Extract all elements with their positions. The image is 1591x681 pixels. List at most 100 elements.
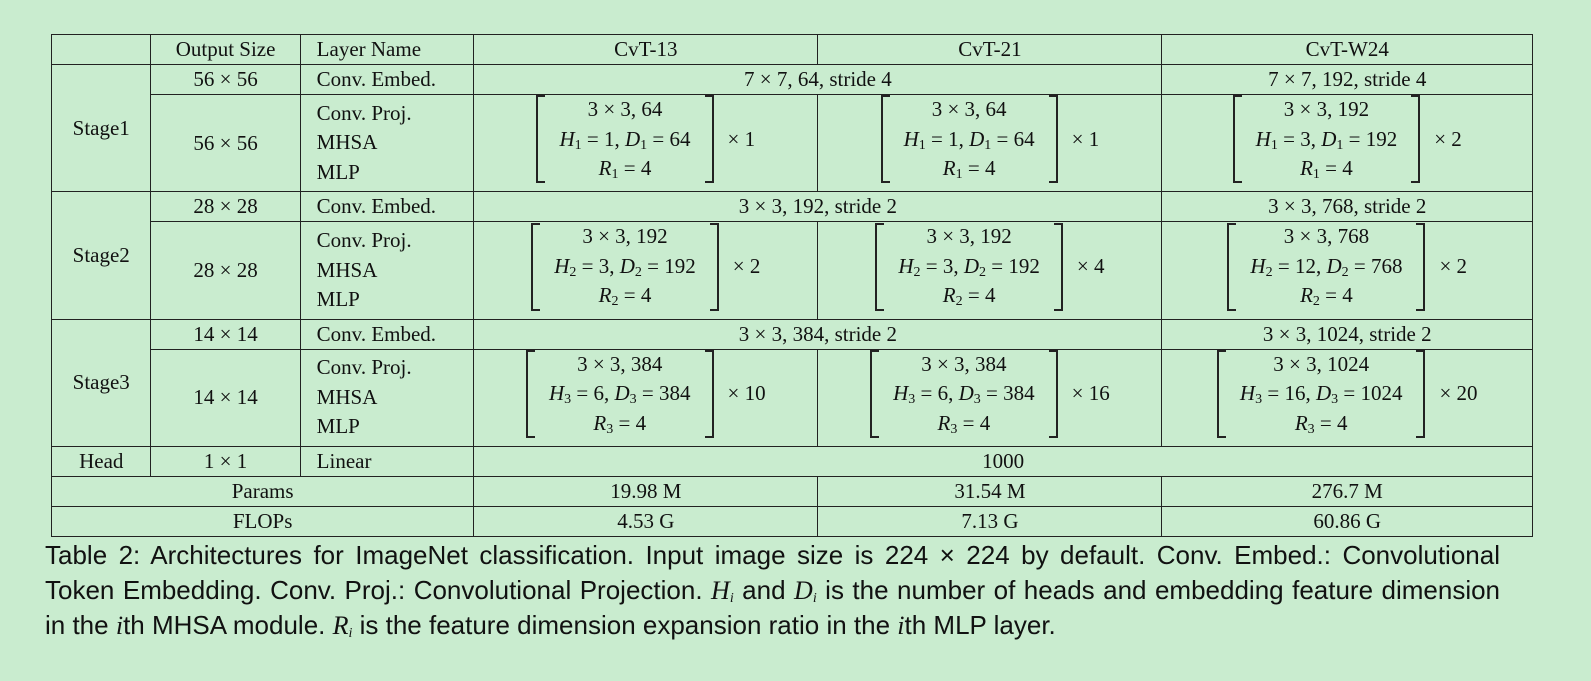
caption-text-4: is the feature dimension expansion ratio…: [352, 610, 898, 640]
caption-text-2: is the number of heads and embedding fea…: [45, 575, 1501, 640]
repeat-count: × 16: [1071, 381, 1110, 406]
embed-w24: 3 × 3, 768, stride 2: [1161, 191, 1533, 223]
layer-name: Conv. Embed.: [299, 191, 475, 223]
flops-label: FLOPs: [50, 505, 475, 537]
heads-dim: H2 = 12, D2 = 768: [1250, 253, 1403, 280]
flops-value: 7.13 G: [817, 505, 1163, 537]
heads: H2 = 3: [898, 253, 954, 280]
mlp-ratio: R3 = 4: [937, 410, 991, 437]
heads-dim: H3 = 16, D3 = 1024: [1239, 381, 1403, 407]
header-empty: [50, 34, 152, 65]
kernel: 3 × 3, 384: [921, 351, 1007, 376]
bracket-block: 3 × 3, 384 H3 = 6, D3 = 384 R3 = 4 × 16: [870, 349, 1110, 439]
output-size: 28 × 28: [150, 221, 301, 320]
heads-dim: H2 = 3, D2 = 192: [554, 253, 696, 280]
layer-name: Conv. Proj.: [316, 100, 412, 125]
caption-text-5: th MLP layer.: [904, 610, 1056, 640]
flops-value: 4.53 G: [473, 505, 819, 537]
params-label: Params: [50, 475, 475, 507]
block-config: 3 × 3, 192 H1 = 3, D1 = 192 R1 = 4 × 2: [1161, 93, 1533, 193]
caption-h-symbol: Hi: [711, 576, 734, 606]
head-output-size: 1 × 1: [150, 445, 301, 477]
params-value: 19.98 M: [473, 475, 819, 507]
layer-name: MHSA: [316, 384, 378, 409]
layer-name: Conv. Embed.: [299, 318, 475, 350]
heads-dim: H3 = 6, D3 = 384: [893, 381, 1035, 407]
heads: H2 = 12: [1250, 253, 1316, 280]
heads: H1 = 3: [1255, 126, 1311, 153]
embed-shared: 3 × 3, 192, stride 2: [473, 191, 1163, 223]
table-caption: Table 2: Architectures for ImageNet clas…: [45, 538, 1500, 643]
caption-d-symbol: Di: [794, 576, 817, 606]
kernel: 3 × 3, 1024: [1273, 351, 1370, 376]
right-bracket: [1048, 349, 1058, 438]
embed-dim: D3 = 1024: [1315, 381, 1403, 407]
header-model: CvT-13: [473, 34, 819, 65]
stage-name: Stage2: [50, 191, 152, 320]
layer-name: MLP: [316, 159, 360, 184]
mlp-ratio: R2 = 4: [598, 283, 652, 310]
head-layer: Linear: [299, 445, 475, 477]
mlp-ratio: R1 = 4: [1300, 156, 1353, 182]
repeat-count: × 2: [1434, 126, 1462, 151]
repeat-count: × 10: [727, 381, 766, 406]
repeat-count: × 2: [1439, 254, 1468, 278]
embed-w24: 7 × 7, 192, stride 4: [1161, 64, 1533, 95]
flops-value: 60.86 G: [1161, 505, 1533, 537]
embed-dim: D2 = 192: [619, 253, 696, 280]
heads: H3 = 16: [1239, 381, 1306, 407]
mlp-ratio: R3 = 4: [1294, 410, 1348, 437]
kernel: 3 × 3, 64: [931, 97, 1007, 121]
right-bracket: [1053, 222, 1063, 311]
caption-text-1: Table 2: Architectures for ImageNet clas…: [45, 540, 1500, 605]
bracket-block: 3 × 3, 192 H2 = 3, D2 = 192 R2 = 4 × 2: [531, 222, 760, 311]
right-bracket: [1411, 95, 1421, 184]
kernel: 3 × 3, 192: [1283, 97, 1370, 121]
header-layer-name: Layer Name: [299, 34, 475, 65]
heads-dim: H1 = 1, D1 = 64: [559, 126, 691, 153]
right-bracket: [704, 95, 714, 184]
repeat-count: × 2: [732, 254, 761, 278]
layer-name: MLP: [316, 287, 360, 312]
output-size: 56 × 56: [150, 93, 301, 193]
mlp-ratio: R2 = 4: [942, 283, 996, 310]
caption-r-symbol: Ri: [332, 611, 353, 641]
repeat-count: × 1: [1071, 126, 1100, 151]
heads-dim: H3 = 6, D3 = 384: [548, 381, 691, 407]
caption-i-symbol-2: i: [897, 611, 905, 640]
heads: H1 = 1: [903, 126, 959, 153]
left-bracket: [536, 95, 546, 184]
left-bracket: [1227, 222, 1237, 311]
kernel: 3 × 3, 192: [582, 224, 668, 249]
header-model: CvT-W24: [1161, 34, 1533, 65]
kernel: 3 × 3, 64: [587, 97, 663, 121]
head-name: Head: [50, 445, 152, 477]
right-bracket: [1048, 95, 1058, 184]
output-size: 28 × 28: [150, 191, 301, 223]
params-value: 31.54 M: [817, 475, 1163, 507]
embed-dim: D1 = 192: [1321, 126, 1398, 153]
embed-dim: D3 = 384: [614, 381, 691, 407]
kernel: 3 × 3, 768: [1283, 224, 1370, 249]
bracket-content: 3 × 3, 384 H3 = 6, D3 = 384 R3 = 4: [879, 350, 1049, 439]
block-config: 3 × 3, 192 H2 = 3, D2 = 192 R2 = 4 × 2: [473, 221, 819, 320]
output-size: 14 × 14: [150, 318, 301, 350]
heads-dim: H1 = 3, D1 = 192: [1255, 126, 1398, 153]
bracket-content: 3 × 3, 192 H1 = 3, D1 = 192 R1 = 4: [1242, 95, 1412, 184]
embed-dim: D2 = 768: [1326, 253, 1403, 280]
